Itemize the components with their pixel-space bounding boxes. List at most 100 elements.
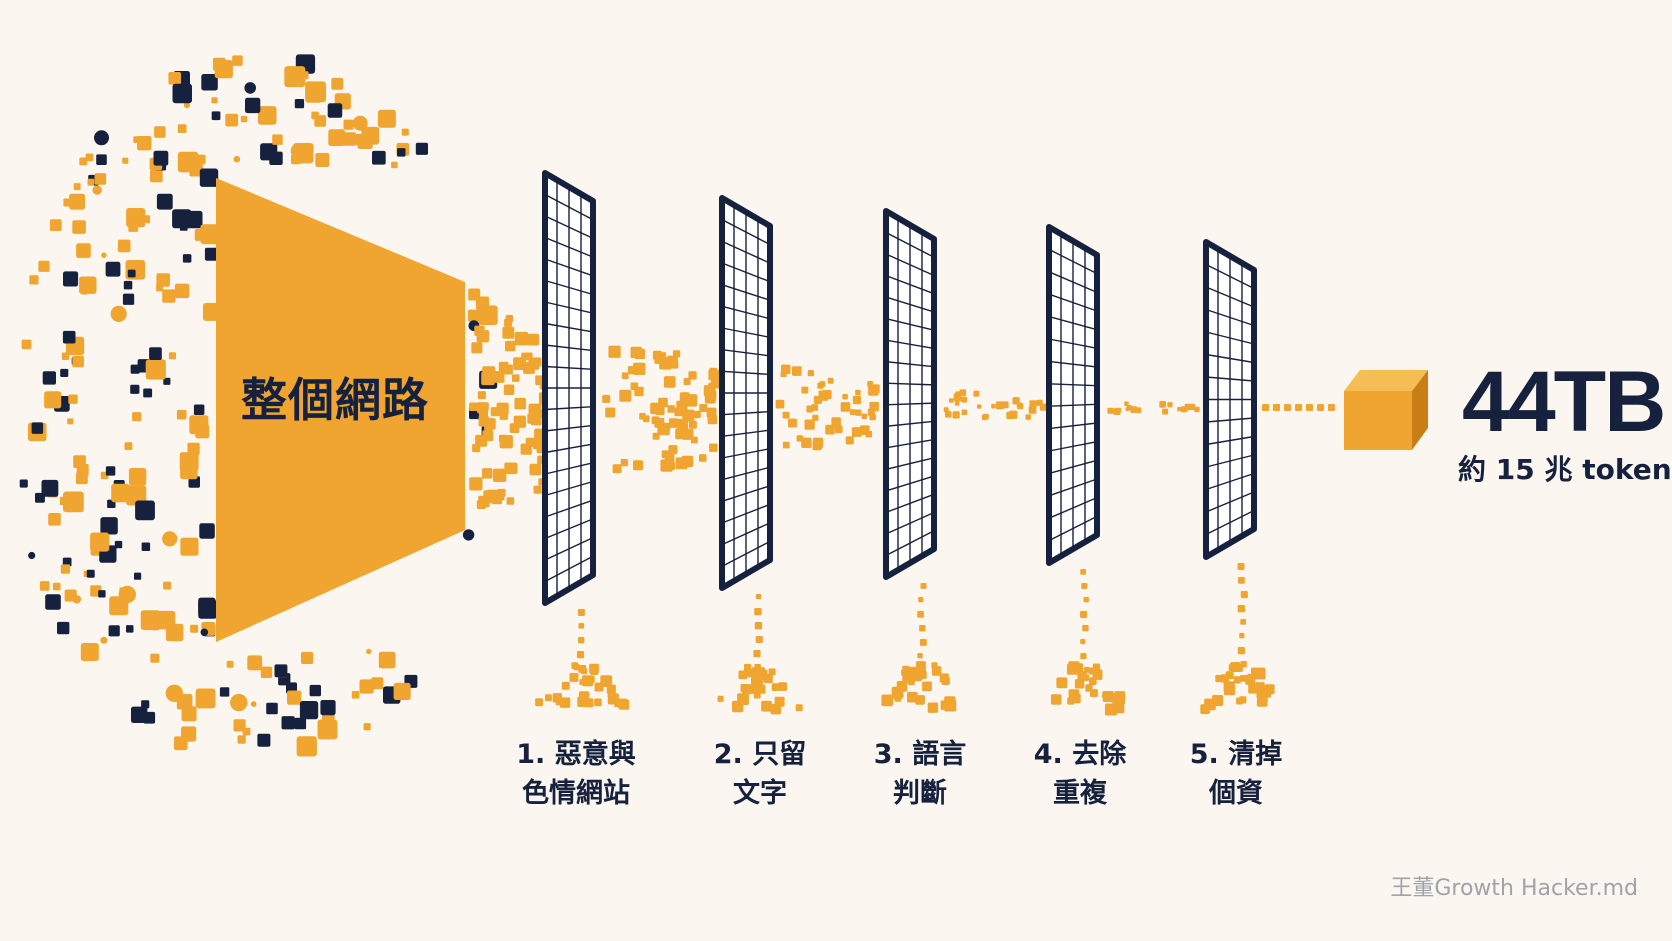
drop-particle [1089,689,1098,698]
data-particle [28,551,36,560]
drop-particle [1080,639,1086,645]
stream-particle [663,376,676,388]
drop-particle [1240,591,1248,599]
data-particle [287,690,302,705]
stream-particle [1159,401,1166,408]
data-stream-particles [468,288,1335,510]
drop-particle [1212,695,1224,706]
stream-particle [1009,410,1018,419]
drop-particle [931,666,942,676]
data-particle [232,55,243,66]
data-particle [343,119,354,130]
data-particle [108,625,120,637]
stream-particle [1284,404,1291,411]
filter-5-line2: 個資 [1209,778,1263,809]
drop-particle [738,670,748,680]
drop-particle [754,608,762,616]
stream-particle [1107,407,1114,414]
data-particle [176,409,187,420]
drop-particle [1237,563,1245,570]
data-particle [126,485,147,506]
drop-particle [607,693,619,705]
data-particle [211,111,221,121]
data-particle [114,540,123,549]
drop-particle [1239,633,1245,639]
data-particle [226,660,234,668]
drop-particle [571,662,578,669]
drop-particle [746,668,756,678]
data-particle [41,479,59,497]
data-particle [320,700,336,716]
stream-particle [977,404,982,409]
data-particle [124,442,133,450]
data-particle [117,239,131,253]
stream-particle [1273,404,1280,411]
filter-2-line1: 2. 只留 [713,739,807,770]
data-particle [131,706,148,723]
stream-particle [633,362,646,375]
stream-particle [973,390,980,397]
data-particle [172,209,192,229]
stream-particle [667,405,675,413]
stream-particle [1317,404,1324,411]
data-particle [378,651,396,669]
data-particle [328,129,345,146]
data-particle [59,496,69,506]
data-particle [44,391,62,409]
data-particle [331,77,344,90]
data-particle [281,716,295,730]
data-particle [122,157,129,164]
drop-particle [774,696,785,707]
data-particle [168,352,176,360]
drop-particle [1082,674,1089,681]
data-particle [260,666,273,678]
stream-particle [792,366,802,376]
data-particle [151,623,159,631]
data-particle [177,124,187,133]
stream-particle [532,438,544,450]
data-particle [233,155,241,163]
data-particle [247,655,263,671]
drop-particle [1255,682,1265,692]
data-particle [314,115,326,127]
data-particle [351,691,360,699]
data-particle [266,702,278,715]
drop-particle [919,625,926,632]
data-particle [92,185,102,195]
data-particle [187,442,200,456]
data-particle [200,628,209,637]
stream-particle [675,428,687,440]
drop-particle [1068,689,1080,700]
drop-particle [582,675,594,687]
data-particle [199,168,219,187]
data-particle [257,106,277,125]
data-particle [291,154,301,165]
data-particle [128,468,147,486]
drop-particle [1068,661,1080,673]
data-particle [38,260,50,272]
data-particle [62,557,72,567]
stream-particle [817,382,824,389]
stream-particle [531,404,540,412]
data-particle [393,682,411,700]
data-particle [86,569,95,578]
data-particle [105,466,116,476]
stream-particle [663,423,671,431]
data-particle [462,529,475,541]
filter-1-line2: 色情網站 [522,778,630,809]
stream-particle [1180,406,1187,413]
stream-particle [502,326,515,339]
data-particle [233,719,246,732]
drop-particle [1215,675,1223,683]
stream-particle [868,385,879,396]
drop-particle [578,623,585,629]
data-particle [294,717,307,730]
stream-particle [706,390,717,401]
stream-particle [495,491,505,501]
data-particle [366,648,372,655]
drop-particle [594,682,604,692]
drop-particle [941,676,950,685]
data-particle [173,736,188,751]
stream-particle [867,381,873,387]
drop-particle [569,673,579,682]
